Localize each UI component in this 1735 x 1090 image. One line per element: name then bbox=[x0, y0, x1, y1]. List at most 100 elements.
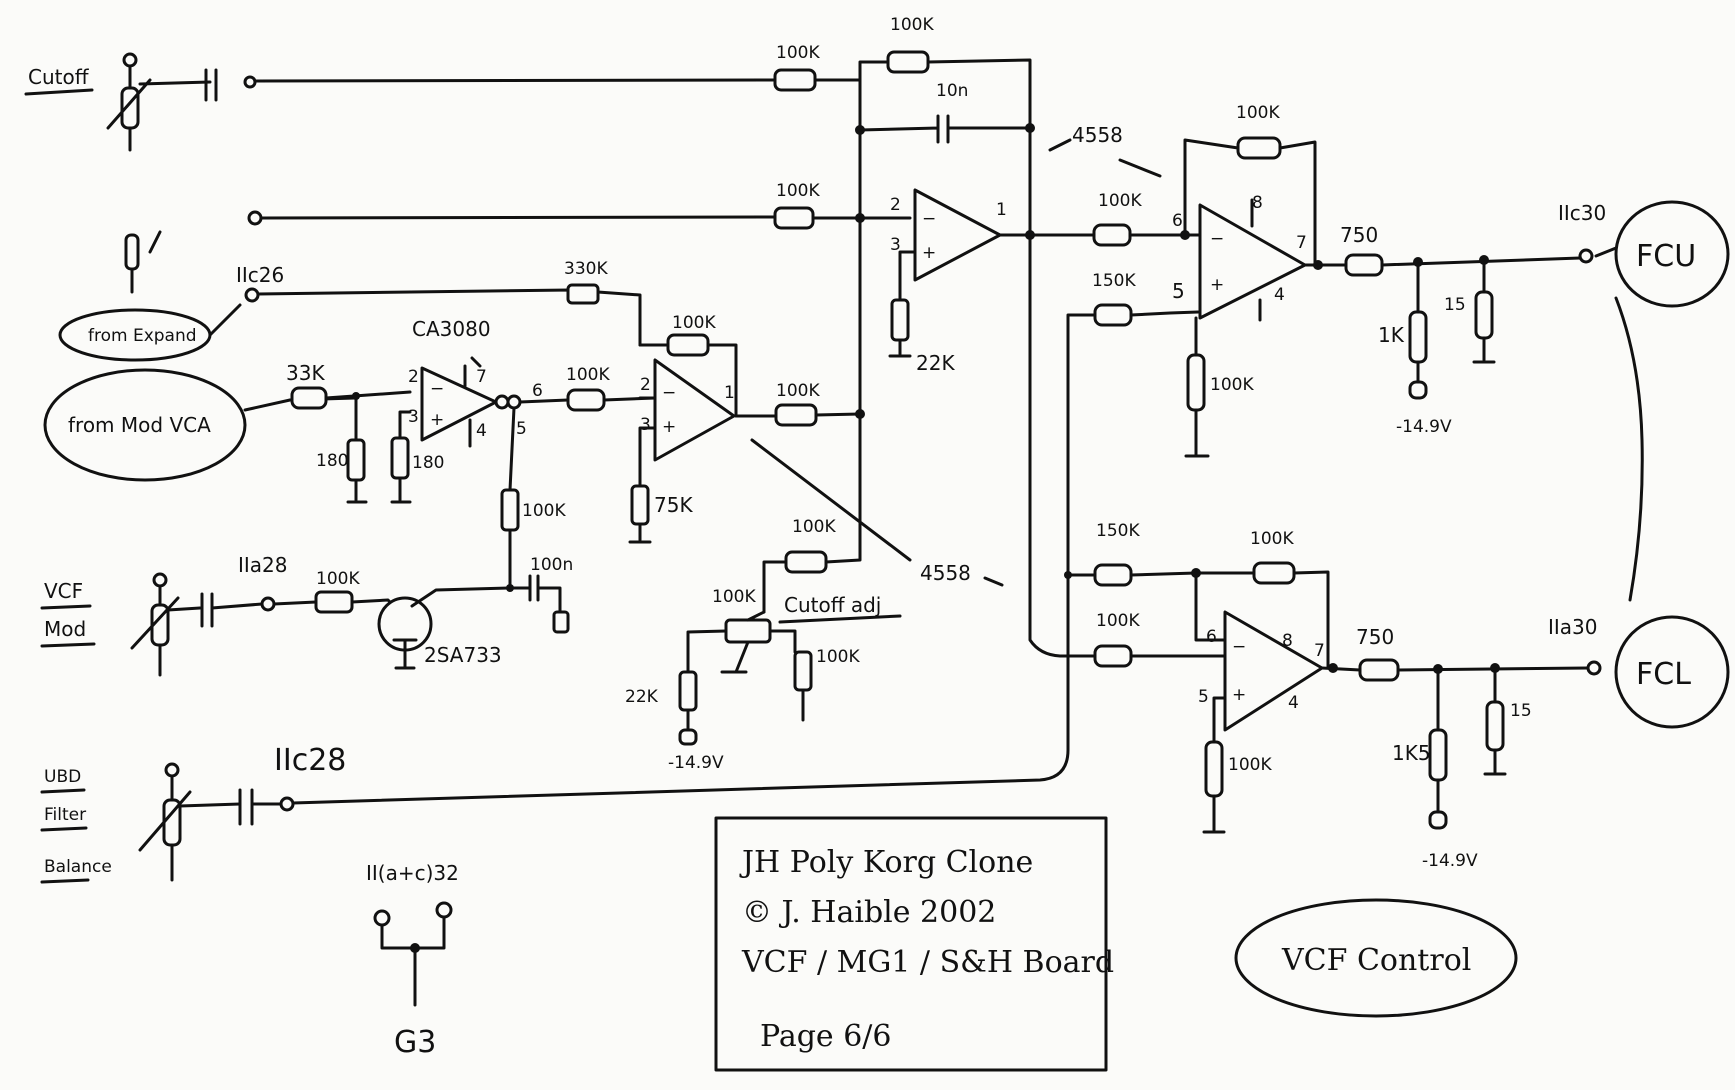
wire-input2 bbox=[259, 215, 777, 220]
svg-text:4558: 4558 bbox=[1072, 123, 1123, 147]
resistor-100k-in2 bbox=[773, 206, 815, 230]
svg-text:10n: 10n bbox=[936, 81, 968, 101]
svg-text:5: 5 bbox=[1172, 279, 1185, 303]
resistor-180b bbox=[390, 436, 410, 480]
label-filter: Filter bbox=[44, 805, 86, 825]
svg-text:100K: 100K bbox=[316, 569, 360, 589]
svg-text:7: 7 bbox=[1296, 233, 1307, 253]
svg-text:100K: 100K bbox=[566, 365, 610, 385]
opamp-1 bbox=[913, 188, 1002, 282]
connector-iic30: IIc30 bbox=[1558, 201, 1606, 225]
resistor-100k-b bbox=[793, 650, 813, 692]
svg-text:750: 750 bbox=[1356, 625, 1394, 649]
svg-text:100K: 100K bbox=[1228, 755, 1272, 775]
pot-vcf-mod-icon bbox=[130, 572, 214, 677]
svg-text:−: − bbox=[430, 379, 444, 399]
resistor-33k bbox=[290, 386, 328, 410]
resistor-1k5 bbox=[1428, 728, 1448, 782]
connector-iia28-pin bbox=[260, 596, 276, 612]
capacitor-10n bbox=[858, 114, 1032, 144]
title-line-4: Page 6/6 bbox=[760, 1019, 892, 1054]
svg-text:100K: 100K bbox=[672, 313, 716, 333]
bubble-fcl bbox=[1614, 615, 1730, 729]
label-balance: Balance bbox=[44, 857, 112, 877]
svg-text:6: 6 bbox=[1206, 627, 1217, 647]
svg-text:5: 5 bbox=[516, 419, 527, 439]
connector-iia30: IIa30 bbox=[1548, 615, 1598, 639]
svg-text:-14.9V: -14.9V bbox=[1422, 851, 1478, 871]
resistor-150k-top bbox=[1093, 303, 1133, 327]
pot-cutoff-adj bbox=[724, 618, 772, 644]
resistor-100k-fb-bot bbox=[1252, 561, 1296, 585]
label-g3: G3 bbox=[394, 1025, 436, 1060]
wire-expand bbox=[256, 288, 642, 342]
svg-text:4: 4 bbox=[476, 421, 487, 441]
svg-text:1K: 1K bbox=[1378, 323, 1405, 347]
svg-text:750: 750 bbox=[1340, 223, 1378, 247]
svg-text:4558: 4558 bbox=[920, 561, 971, 585]
wire-ubd bbox=[291, 648, 1070, 805]
label-from-expand: from Expand bbox=[88, 326, 197, 346]
svg-text:100K: 100K bbox=[890, 15, 934, 35]
svg-text:100K: 100K bbox=[712, 587, 756, 607]
connector-iic26: IIc26 bbox=[236, 263, 284, 287]
resistor-15-bot bbox=[1485, 700, 1505, 752]
svg-text:15: 15 bbox=[1444, 295, 1466, 315]
svg-text:2: 2 bbox=[890, 195, 901, 215]
resistor-100k-in-top bbox=[1092, 223, 1132, 247]
svg-text:33K: 33K bbox=[286, 361, 325, 385]
svg-text:2: 2 bbox=[408, 367, 419, 387]
svg-text:100K: 100K bbox=[522, 501, 566, 521]
connector-iic28: IIc28 bbox=[274, 743, 346, 778]
svg-text:2SA733: 2SA733 bbox=[424, 643, 502, 667]
label-cutoff: Cutoff bbox=[28, 65, 90, 89]
svg-text:7: 7 bbox=[1314, 641, 1325, 661]
svg-text:100n: 100n bbox=[530, 555, 573, 575]
connector-iic26-pin bbox=[244, 287, 260, 303]
label-ubd: UBD bbox=[44, 767, 81, 787]
resistor-75k bbox=[630, 484, 650, 526]
svg-text:330K: 330K bbox=[564, 259, 608, 279]
connector-iiac32: II(a+c)32 bbox=[366, 861, 459, 885]
svg-text:−: − bbox=[662, 383, 676, 403]
resistor-22k-b bbox=[678, 670, 698, 712]
resistor-150k-bot bbox=[1093, 563, 1133, 587]
resistor-100k-ota bbox=[500, 488, 520, 532]
svg-text:100K: 100K bbox=[1236, 103, 1280, 123]
svg-text:100K: 100K bbox=[816, 647, 860, 667]
svg-text:-14.9V: -14.9V bbox=[1396, 417, 1452, 437]
resistor-15-top bbox=[1474, 290, 1494, 340]
svg-text:3: 3 bbox=[640, 415, 651, 435]
svg-text:−: − bbox=[1232, 637, 1246, 657]
svg-text:100K: 100K bbox=[1250, 529, 1294, 549]
svg-text:+: + bbox=[662, 417, 676, 437]
connector-iia28: IIa28 bbox=[238, 553, 288, 577]
svg-text:22K: 22K bbox=[916, 351, 955, 375]
svg-text:−: − bbox=[922, 209, 936, 229]
svg-text:22K: 22K bbox=[625, 687, 659, 707]
svg-text:150K: 150K bbox=[1096, 521, 1140, 541]
svg-text:8: 8 bbox=[1252, 193, 1263, 213]
capacitor-100n bbox=[508, 574, 562, 614]
opamp-3 bbox=[1198, 203, 1307, 320]
wire-g3 bbox=[380, 915, 446, 1007]
resistor-180a bbox=[346, 438, 366, 482]
resistor-100k-gnd-top bbox=[1186, 353, 1206, 412]
opamp-2 bbox=[653, 358, 736, 462]
resistor-750-bot bbox=[1358, 658, 1400, 682]
svg-text:100K: 100K bbox=[776, 43, 820, 63]
svg-text:100K: 100K bbox=[776, 381, 820, 401]
svg-text:2: 2 bbox=[640, 375, 651, 395]
svg-text:Cutoff adj: Cutoff adj bbox=[784, 593, 881, 617]
resistor-1k bbox=[1408, 310, 1428, 364]
svg-text:180: 180 bbox=[316, 451, 348, 471]
title-block-frame bbox=[714, 816, 1108, 1072]
svg-text:100K: 100K bbox=[1210, 375, 1254, 395]
svg-text:150K: 150K bbox=[1092, 271, 1136, 291]
resistor-100k-out2 bbox=[774, 403, 818, 427]
label-vcf: VCF bbox=[44, 579, 83, 603]
svg-text:100K: 100K bbox=[792, 517, 836, 537]
opamp-4 bbox=[1223, 610, 1324, 732]
